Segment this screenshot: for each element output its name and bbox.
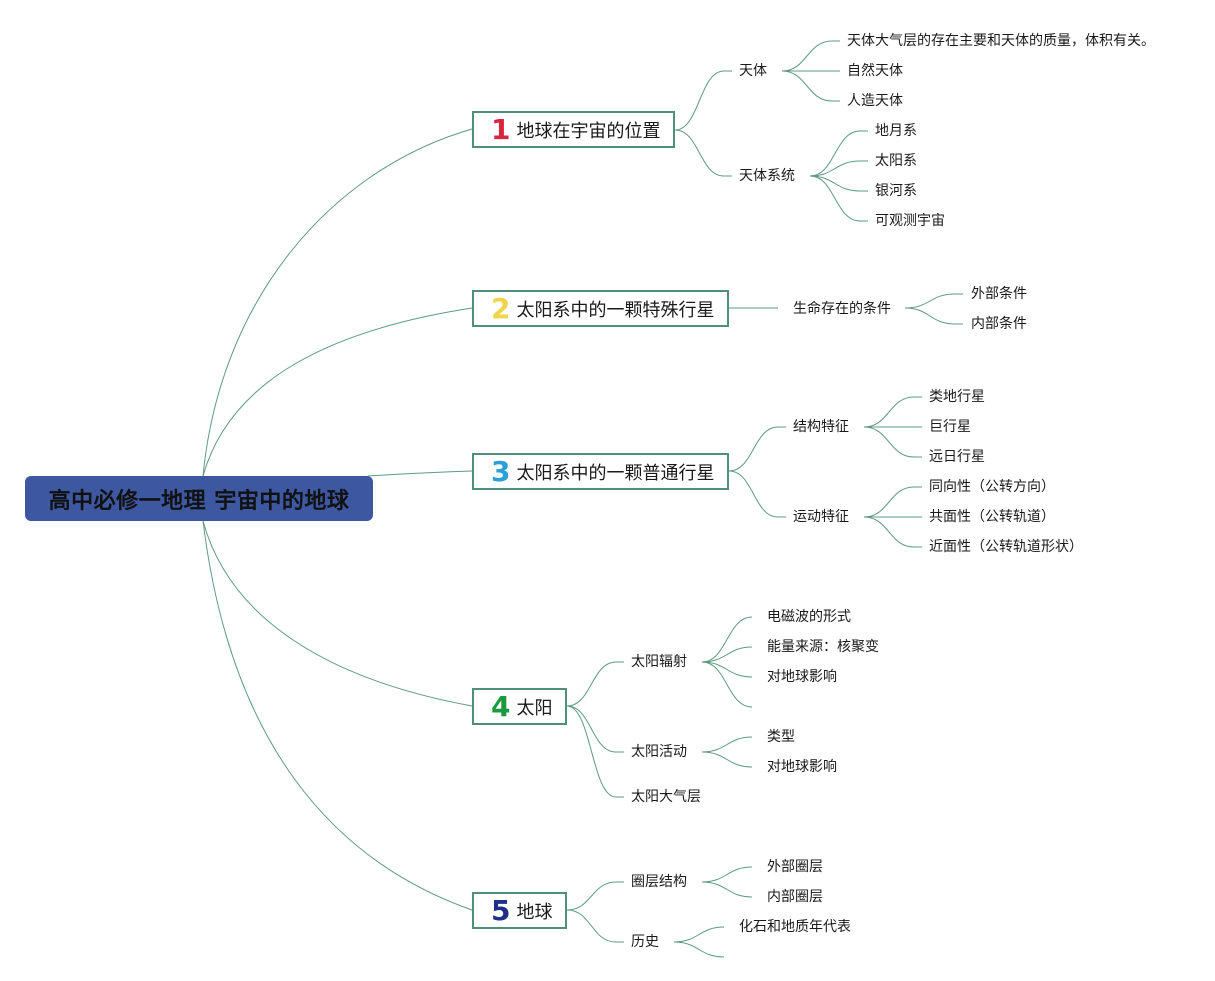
leaf-external-conditions[interactable]: 外部条件 [971,286,1027,302]
subtopic-history[interactable]: 历史 [631,934,659,950]
subtopic-life-conditions[interactable]: 生命存在的条件 [793,301,891,317]
topic-2-label: 太阳系中的一颗特殊行星 [516,299,715,321]
leaf-observable-universe[interactable]: 可观测宇宙 [875,213,945,229]
subtopic-solar-radiation[interactable]: 太阳辐射 [631,654,687,670]
leaf-activity-types[interactable]: 类型 [767,729,795,745]
leaf-solar-system[interactable]: 太阳系 [875,153,917,169]
subtopic-celestial-system[interactable]: 天体系统 [739,168,795,184]
topic-5[interactable]: 5 地球 [472,892,567,929]
leaf-radiation-impact[interactable]: 对地球影响 [767,669,837,685]
leaf-activity-impact[interactable]: 对地球影响 [767,759,837,775]
leaf-natural-body[interactable]: 自然天体 [847,63,903,79]
topic-3-label: 太阳系中的一颗普通行星 [516,462,715,484]
subtopic-structure[interactable]: 结构特征 [793,419,849,435]
leaf-giant-planets[interactable]: 巨行星 [929,419,971,435]
leaf-fossil-timescale[interactable]: 化石和地质年代表 [739,919,851,935]
leaf-em-wave[interactable]: 电磁波的形式 [767,609,851,625]
central-topic-label: 高中必修一地理 宇宙中的地球 [48,488,350,514]
topic-1[interactable]: 1 地球在宇宙的位置 [472,111,675,148]
leaf-atmosphere-note[interactable]: 天体大气层的存在主要和天体的质量，体积有关。 [847,33,1155,49]
subtopic-celestial-body[interactable]: 天体 [739,63,767,79]
topic-5-label: 地球 [516,901,553,923]
subtopic-solar-atmosphere[interactable]: 太阳大气层 [631,789,701,805]
leaf-artificial-body[interactable]: 人造天体 [847,93,903,109]
leaf-near-circular[interactable]: 近面性（公转轨道形状） [929,539,1083,555]
topic-4[interactable]: 4 太阳 [472,688,567,725]
leaf-terrestrial-planets[interactable]: 类地行星 [929,389,985,405]
leaf-earth-moon[interactable]: 地月系 [875,123,917,139]
leaf-inner-spheres[interactable]: 内部圈层 [767,889,823,905]
leaf-same-direction[interactable]: 同向性（公转方向） [929,479,1055,495]
topic-3-number: 3 [491,454,511,488]
topic-4-number: 4 [491,689,511,723]
leaf-energy-source[interactable]: 能量来源：核聚变 [767,639,879,655]
leaf-far-planets[interactable]: 远日行星 [929,449,985,465]
topic-1-label: 地球在宇宙的位置 [516,120,661,142]
subtopic-motion[interactable]: 运动特征 [793,509,849,525]
leaf-outer-spheres[interactable]: 外部圈层 [767,859,823,875]
topic-2[interactable]: 2 太阳系中的一颗特殊行星 [472,290,729,327]
subtopic-sphere-structure[interactable]: 圈层结构 [631,874,687,890]
leaf-milky-way[interactable]: 银河系 [875,183,917,199]
topic-2-number: 2 [491,291,511,325]
subtopic-solar-activity[interactable]: 太阳活动 [631,744,687,760]
leaf-coplanar[interactable]: 共面性（公转轨道） [929,509,1055,525]
topic-5-number: 5 [491,893,511,927]
topic-1-number: 1 [491,112,511,146]
leaf-internal-conditions[interactable]: 内部条件 [971,316,1027,332]
topic-4-label: 太阳 [516,697,553,719]
topic-3[interactable]: 3 太阳系中的一颗普通行星 [472,453,729,490]
central-topic[interactable]: 高中必修一地理 宇宙中的地球 [25,476,373,521]
